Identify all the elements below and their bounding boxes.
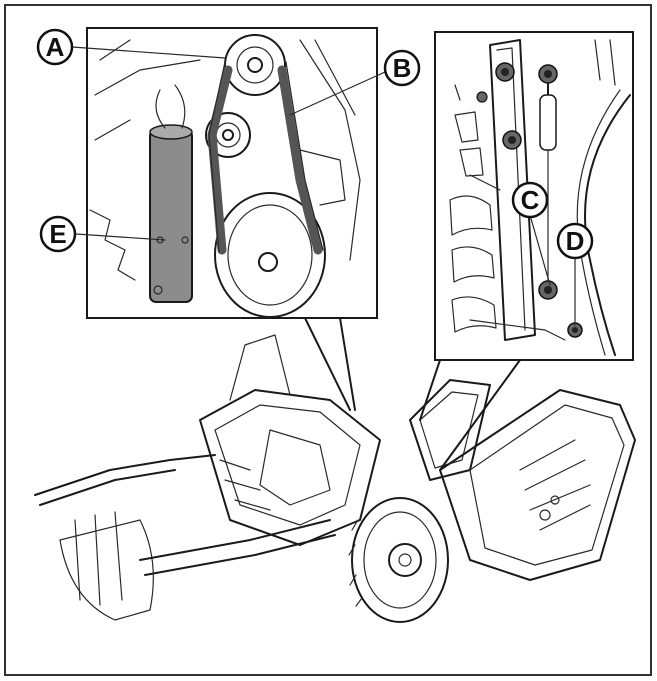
tube-part — [149, 129, 193, 303]
callout-b: B — [383, 49, 421, 87]
callout-d-label: D — [566, 226, 585, 256]
callout-a: A — [36, 28, 74, 66]
callout-d: D — [556, 222, 594, 260]
callout-a-label: A — [46, 32, 65, 62]
snowblower-overview — [34, 317, 636, 623]
belt-drive-inset — [86, 27, 378, 319]
callout-leaders — [71, 46, 576, 326]
callout-c: C — [511, 181, 549, 219]
bolt-upper — [495, 62, 515, 82]
callout-c-label: C — [521, 185, 540, 215]
belt-inset-frame — [86, 27, 378, 319]
bolt-right-top — [538, 64, 558, 84]
callout-e-label: E — [49, 219, 66, 249]
nut-c — [538, 280, 558, 300]
callout-b-label: B — [393, 53, 412, 83]
callout-e: E — [39, 215, 77, 253]
bolt-middle — [502, 130, 522, 150]
